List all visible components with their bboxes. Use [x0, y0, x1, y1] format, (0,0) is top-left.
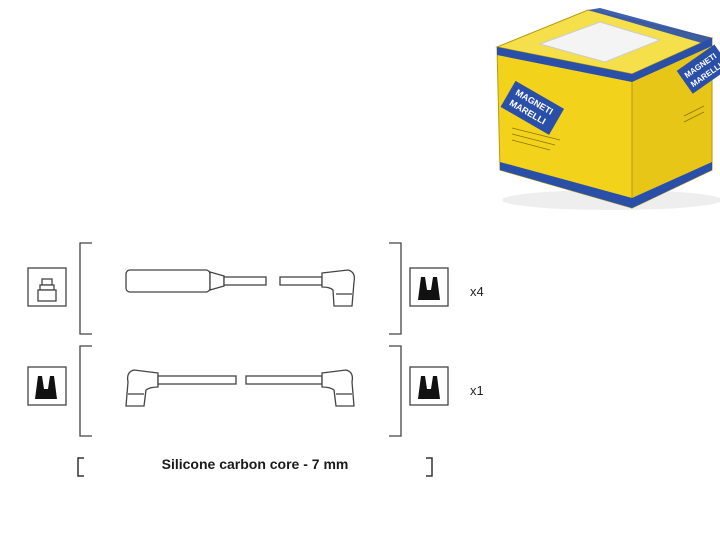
row1-right-bracket — [389, 242, 402, 335]
row2-left-bracket — [79, 345, 92, 437]
plug-terminal-icon-right — [418, 376, 440, 399]
row2-quantity: x1 — [470, 383, 484, 398]
logo-bg-left — [500, 80, 565, 135]
row1-cable-left — [125, 269, 267, 293]
row1-quantity: x4 — [470, 284, 484, 299]
box-band-bottom-left — [500, 162, 632, 208]
box-top-label — [538, 21, 662, 63]
row1-cable-right — [279, 269, 356, 307]
box-band-bottom-right — [632, 162, 712, 208]
box-band-top-right — [632, 38, 712, 82]
row2-right-terminal-icon — [409, 366, 449, 406]
row2-left-terminal-icon — [27, 366, 67, 406]
boot-terminal-icon — [37, 278, 57, 302]
row1-right-terminal-icon — [409, 267, 449, 307]
diagram-row-1 — [27, 242, 449, 335]
product-box: MAGNETI MARELLI MAGNETI MARELLI — [495, 8, 720, 210]
row2-cable-left — [125, 369, 237, 407]
plug-terminal-icon — [418, 277, 440, 300]
row1-left-bracket — [79, 242, 92, 335]
row2-right-bracket — [389, 345, 402, 437]
box-band-top — [588, 8, 712, 46]
caption-brackets — [77, 457, 433, 477]
diagram-row-2 — [27, 345, 449, 437]
caption-left-bracket — [77, 457, 84, 477]
box-fine-print — [511, 105, 705, 151]
plug-terminal-icon-left — [35, 376, 57, 399]
logo-bg-right — [676, 44, 720, 94]
caption-right-bracket — [426, 457, 433, 477]
row2-cable-right — [245, 369, 355, 407]
box-band-top-left — [497, 47, 632, 82]
cable-core-caption: Silicone carbon core - 7 mm — [161, 456, 349, 472]
